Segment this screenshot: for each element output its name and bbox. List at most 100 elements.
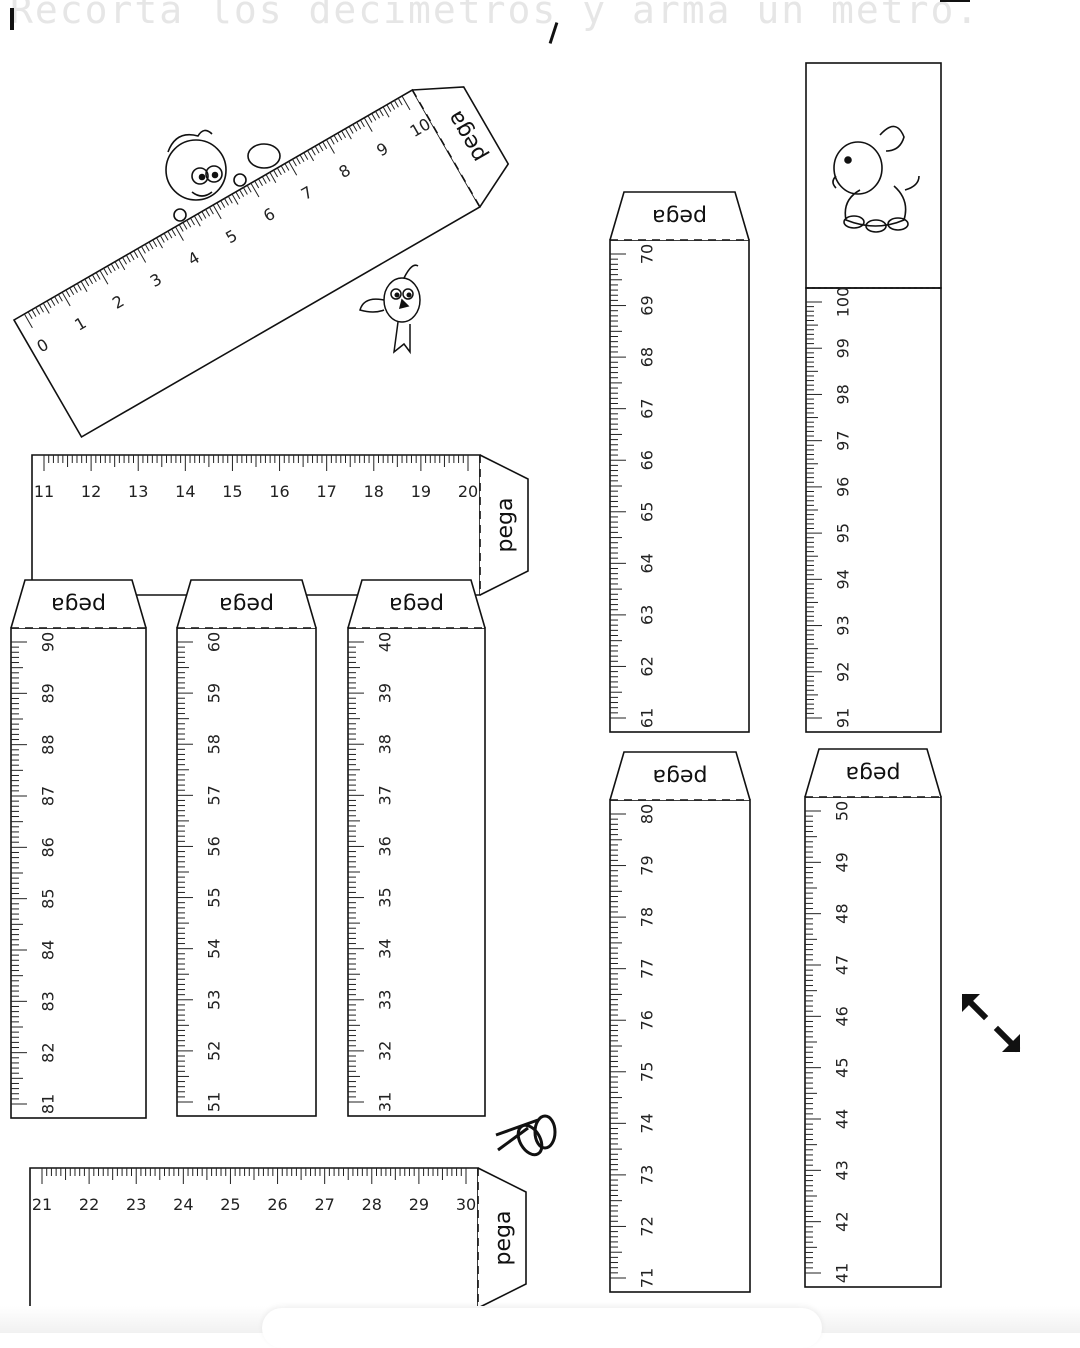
ruler-number: 65	[638, 502, 657, 522]
ruler-number: 97	[834, 430, 853, 450]
ruler-number: 29	[409, 1195, 429, 1214]
ruler-number: 30	[456, 1195, 476, 1214]
ruler-number: 91	[834, 708, 853, 728]
worksheet-title: Recorta los decímetros y arma un metro.	[10, 0, 981, 32]
ruler-number: 61	[638, 708, 657, 728]
ruler-number: 58	[205, 734, 224, 754]
ruler-number: 87	[39, 786, 58, 806]
ruler-number: 37	[376, 785, 395, 805]
ruler-number: 26	[267, 1195, 287, 1214]
glue-tab-label: pega	[51, 592, 106, 617]
ruler-number: 67	[638, 398, 657, 418]
ruler-number: 11	[34, 482, 54, 501]
ruler-number: 64	[638, 553, 657, 573]
ruler-number: 80	[638, 804, 657, 824]
ruler-number: 18	[364, 482, 384, 501]
ruler-number: 51	[205, 1092, 224, 1112]
glue-tab-label: pega	[652, 204, 707, 229]
glue-tab-label: pega	[653, 764, 708, 789]
glue-tab-label: pega	[493, 498, 518, 553]
ruler-number: 98	[834, 384, 853, 404]
ruler-number: 36	[376, 836, 395, 856]
ruler-number: 32	[376, 1041, 395, 1061]
ruler-number: 25	[220, 1195, 240, 1214]
ruler-number: 96	[834, 477, 853, 497]
ruler-number: 33	[376, 990, 395, 1010]
ruler-number: 63	[638, 605, 657, 625]
ruler-number: 47	[833, 955, 852, 975]
dog-illustration	[832, 125, 920, 233]
glue-tab-label: pega	[491, 1211, 516, 1266]
glue-tab-label: pega	[219, 592, 274, 617]
glue-tab-label: pega	[389, 592, 444, 617]
ruler-number: 93	[834, 615, 853, 635]
ruler-number: 28	[362, 1195, 382, 1214]
ruler-number: 92	[834, 662, 853, 682]
ruler-number: 74	[638, 1113, 657, 1133]
ruler-number: 14	[175, 482, 195, 501]
ruler-number: 90	[39, 632, 58, 652]
ruler-number: 17	[316, 482, 336, 501]
ruler-number: 60	[205, 632, 224, 652]
bottom-handle	[262, 1308, 822, 1348]
ruler-number: 31	[376, 1092, 395, 1112]
title-mark	[10, 8, 14, 30]
glue-tab-label: pega	[846, 761, 901, 786]
ruler-number: 48	[833, 903, 852, 923]
ruler-number: 70	[638, 244, 657, 264]
ruler-number: 75	[638, 1062, 657, 1082]
ruler-number: 69	[638, 295, 657, 315]
ruler-number: 19	[411, 482, 431, 501]
ruler-number: 23	[126, 1195, 146, 1214]
ruler-number: 50	[833, 801, 852, 821]
ruler-number: 41	[833, 1263, 852, 1283]
ruler-number: 56	[205, 836, 224, 856]
ruler-number: 82	[39, 1042, 58, 1062]
ruler-number: 78	[638, 907, 657, 927]
scissors-icon	[495, 1114, 557, 1157]
ruler-number: 55	[205, 887, 224, 907]
ruler-number: 15	[222, 482, 242, 501]
ruler-number: 46	[833, 1006, 852, 1026]
ruler-number: 27	[314, 1195, 334, 1214]
expand-arrows-icon[interactable]	[958, 990, 1024, 1056]
ruler-number: 21	[32, 1195, 52, 1214]
ruler-number: 38	[376, 734, 395, 754]
ruler-number: 12	[81, 482, 101, 501]
ruler-number: 42	[833, 1211, 852, 1231]
ruler-number: 77	[638, 958, 657, 978]
ruler-number: 94	[834, 569, 853, 589]
ruler-number: 16	[269, 482, 289, 501]
ruler-number: 35	[376, 887, 395, 907]
ruler-number: 72	[638, 1216, 657, 1236]
ruler-number: 54	[205, 938, 224, 958]
ruler-number: 44	[833, 1109, 852, 1129]
ruler-number: 57	[205, 785, 224, 805]
ruler-number: 24	[173, 1195, 193, 1214]
ruler-number: 20	[458, 482, 478, 501]
ruler-number: 53	[205, 990, 224, 1010]
ruler-number: 49	[833, 852, 852, 872]
ruler-number: 66	[638, 450, 657, 470]
ruler-number: 43	[833, 1160, 852, 1180]
ruler-number: 34	[376, 938, 395, 958]
ruler-number: 81	[39, 1094, 58, 1114]
boy-illustration	[165, 129, 281, 222]
ruler-number: 73	[638, 1165, 657, 1185]
ruler-number: 86	[39, 837, 58, 857]
ruler-number: 62	[638, 656, 657, 676]
ruler-number: 85	[39, 888, 58, 908]
ruler-number: 83	[39, 991, 58, 1011]
bird-illustration	[359, 264, 421, 355]
